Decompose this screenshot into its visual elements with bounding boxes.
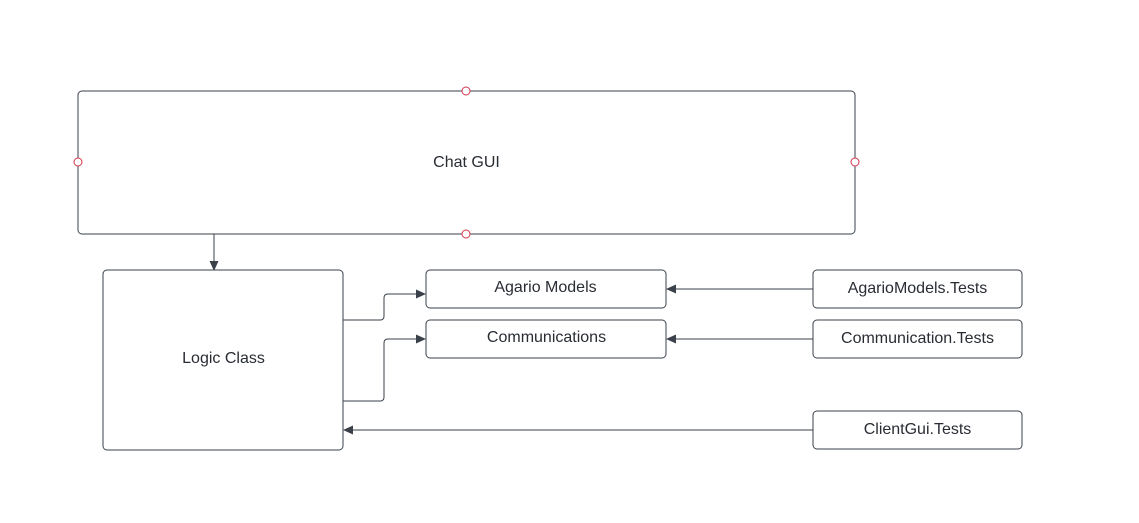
- node-label: Logic Class: [182, 350, 265, 367]
- edges: [209, 234, 813, 435]
- node-communication-tests[interactable]: Communication.Tests: [812, 319, 1023, 359]
- edge-agariomodels-tests-to-agario-models[interactable]: [666, 284, 813, 294]
- edge-logic-class-to-agario-models[interactable]: [343, 289, 426, 321]
- node-agariomodels-tests[interactable]: AgarioModels.Tests: [812, 269, 1023, 309]
- node-communications[interactable]: Communications: [425, 319, 667, 359]
- node-label: Communications: [487, 329, 606, 346]
- selection-handle-left[interactable]: [73, 157, 83, 167]
- node-label: AgarioModels.Tests: [848, 280, 988, 297]
- selection-handle-right[interactable]: [850, 157, 860, 167]
- arrowhead-icon: [416, 334, 426, 344]
- selection-handle-top[interactable]: [461, 86, 471, 96]
- edge-logic-class-to-communications[interactable]: [343, 334, 426, 402]
- selection-handles: [73, 86, 860, 239]
- arrowhead-icon: [416, 289, 426, 299]
- arrowhead-icon: [666, 334, 676, 344]
- selection-handle-bottom[interactable]: [461, 229, 471, 239]
- arrowhead-icon: [209, 261, 219, 271]
- node-label: Agario Models: [494, 279, 596, 296]
- node-label: Chat GUI: [433, 154, 500, 171]
- node-logic-class[interactable]: Logic Class: [102, 269, 344, 451]
- node-label: ClientGui.Tests: [864, 421, 972, 438]
- node-clientgui-tests[interactable]: ClientGui.Tests: [812, 410, 1023, 450]
- edge-chat-gui-to-logic-class[interactable]: [209, 234, 219, 271]
- arrowhead-icon: [343, 425, 353, 435]
- edge-communication-tests-to-communications[interactable]: [666, 334, 813, 344]
- arrowhead-icon: [666, 284, 676, 294]
- node-agario-models[interactable]: Agario Models: [425, 269, 667, 309]
- node-chat-gui[interactable]: Chat GUI: [73, 86, 860, 239]
- node-label: Communication.Tests: [841, 330, 994, 347]
- edge-clientgui-tests-to-logic-class[interactable]: [343, 425, 813, 435]
